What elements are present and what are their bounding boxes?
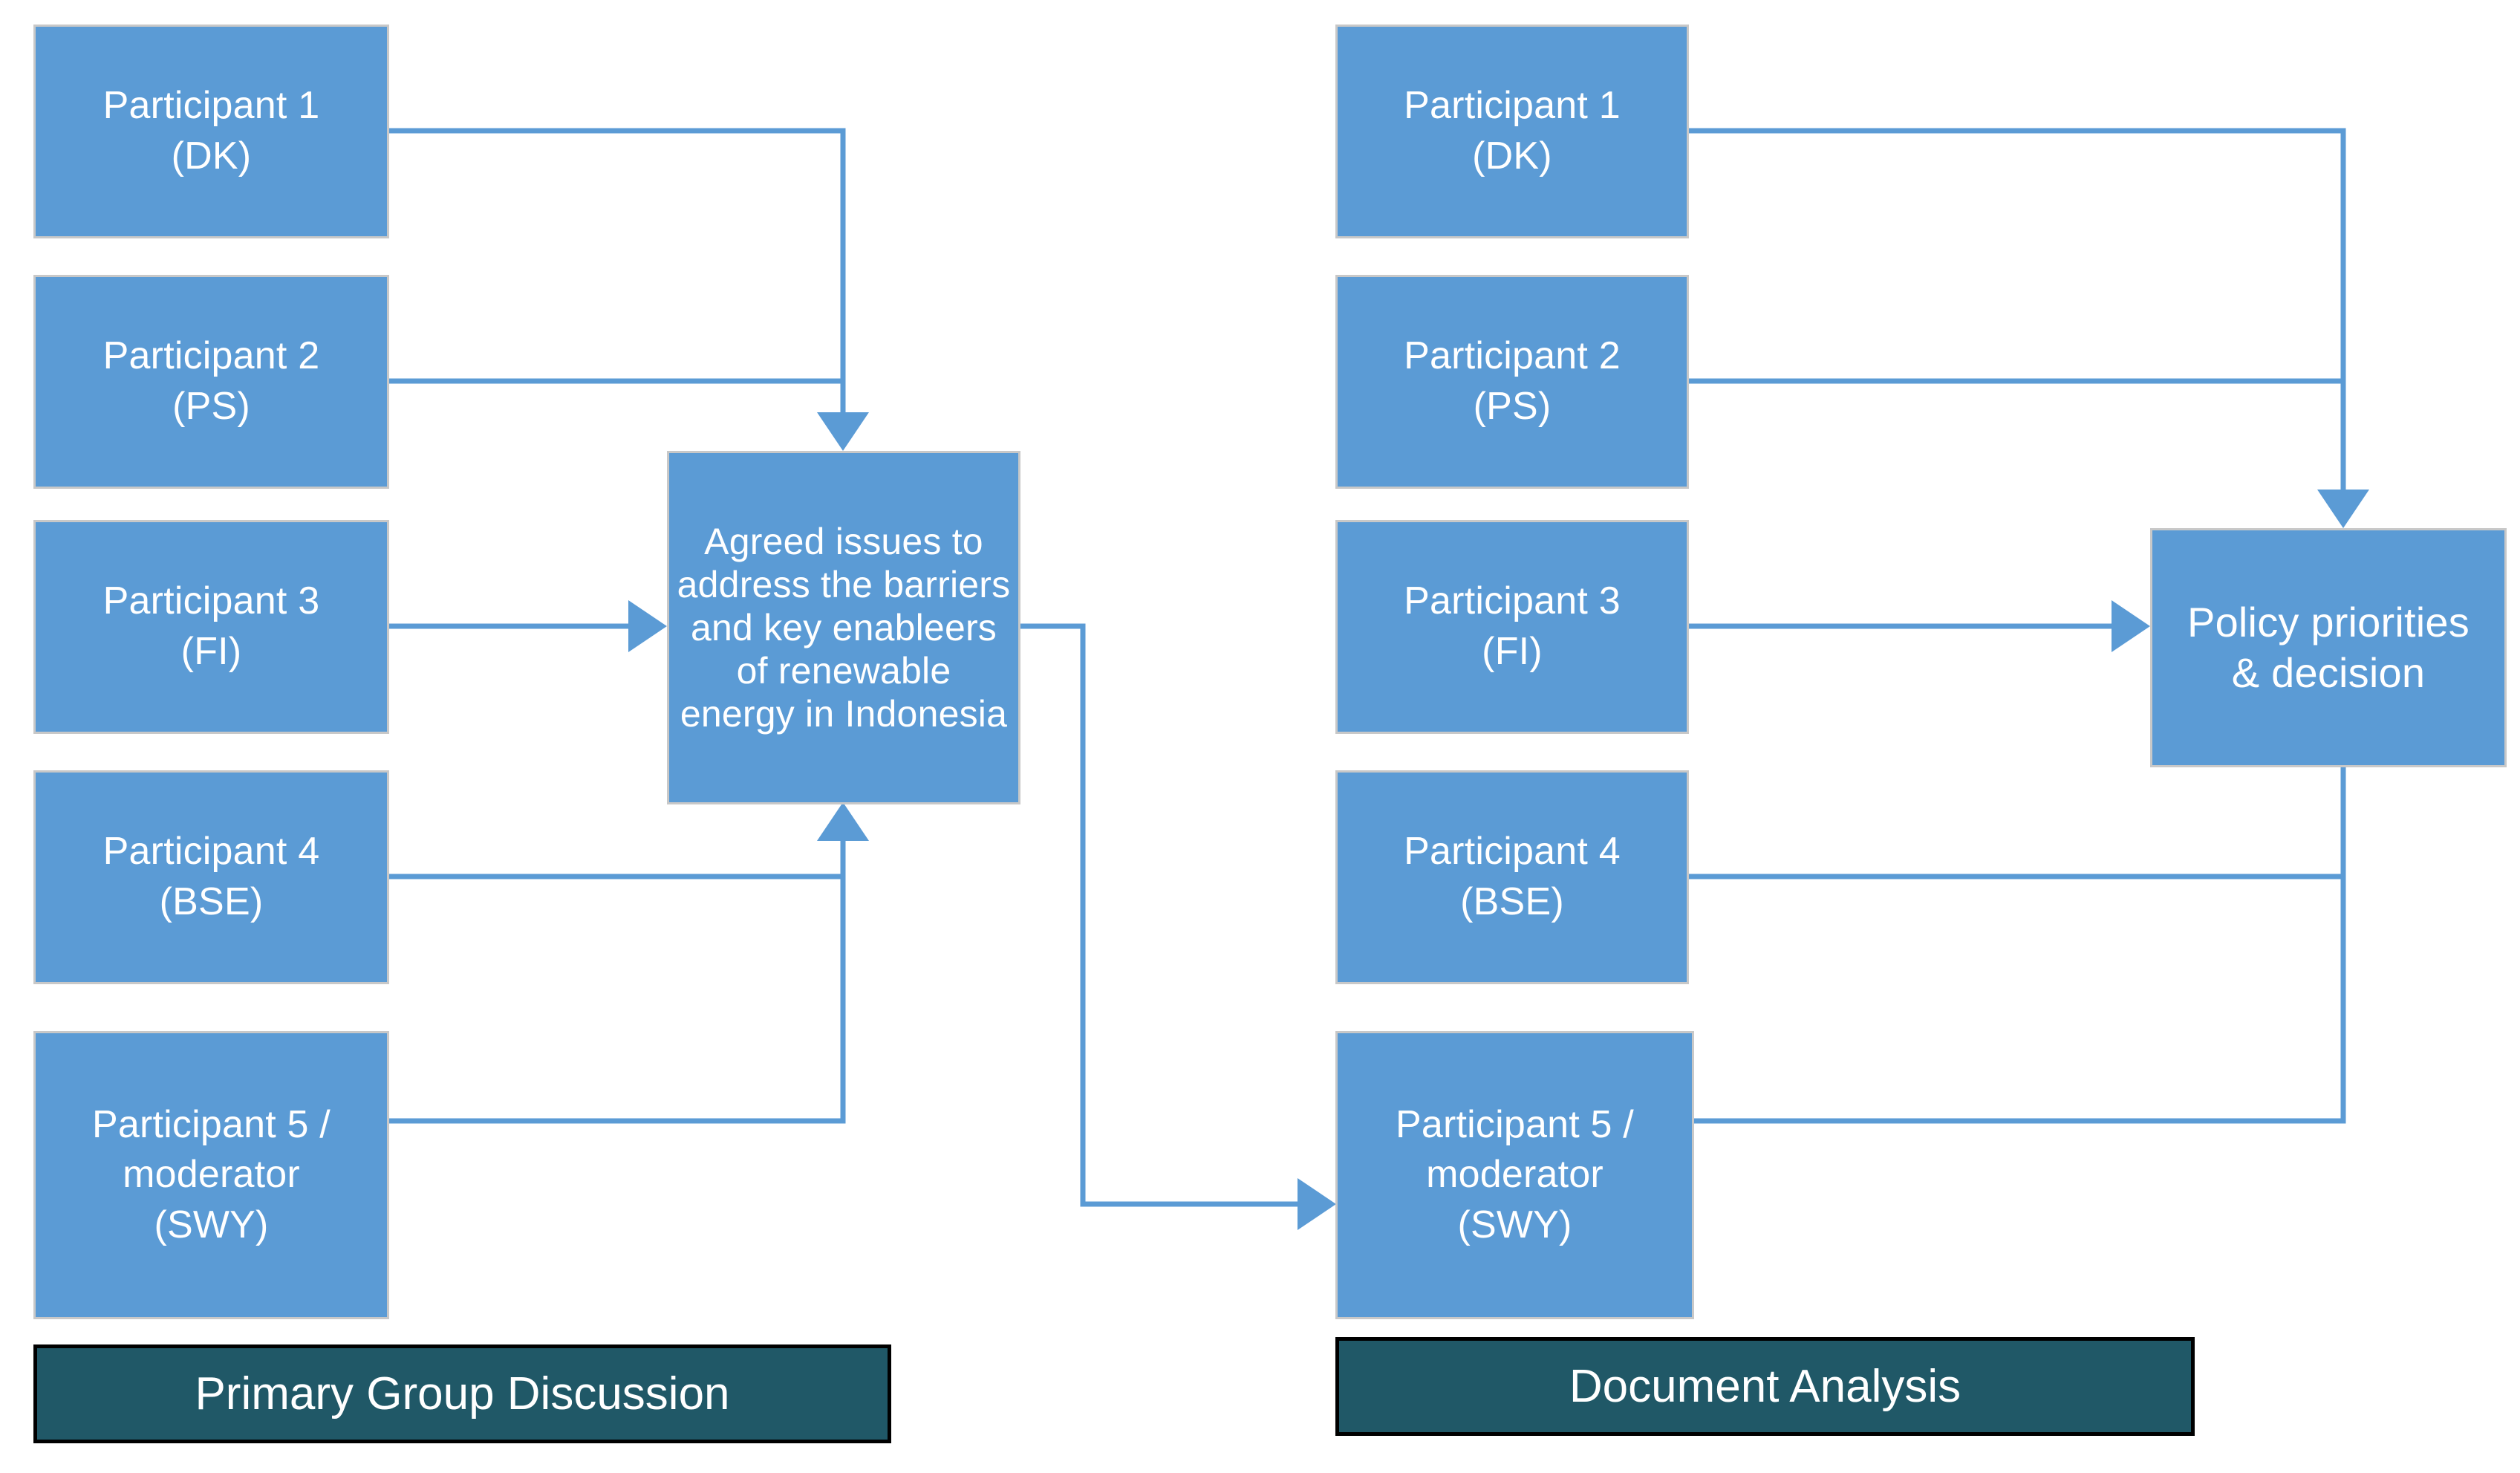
node-participant-4-right[interactable]: Participant 4 (BSE)	[1335, 770, 1689, 984]
edge-p3-to-hub	[387, 600, 667, 652]
node-participant-2-left[interactable]: Participant 2 (PS)	[33, 275, 389, 489]
node-participant-3-right[interactable]: Participant 3 (FI)	[1335, 520, 1689, 734]
edge-p4-to-hub	[387, 802, 869, 879]
edge-p1-to-hub	[387, 128, 869, 451]
node-participant-3-left[interactable]: Participant 3 (FI)	[33, 520, 389, 734]
node-agreed-issues-hub[interactable]: Agreed issues to address the barriers an…	[667, 451, 1020, 804]
node-participant-1-left[interactable]: Participant 1 (DK)	[33, 25, 389, 238]
edge-rp3-to-decision	[1687, 600, 2150, 652]
node-participant-5-right[interactable]: Participant 5 / moderator (SWY)	[1335, 1031, 1694, 1319]
edge-hub-to-rp5	[1018, 623, 1336, 1230]
node-participant-4-left[interactable]: Participant 4 (BSE)	[33, 770, 389, 984]
node-participant-2-right[interactable]: Participant 2 (PS)	[1335, 275, 1689, 489]
edge-p5-to-hub	[387, 877, 846, 1124]
edge-rp1-to-decision	[1687, 128, 2369, 528]
edge-rp5-to-decision	[1692, 877, 2346, 1124]
node-policy-priorities-decision[interactable]: Policy priorities & decision	[2150, 528, 2507, 767]
node-participant-5-left[interactable]: Participant 5 / moderator (SWY)	[33, 1031, 389, 1319]
node-participant-1-right[interactable]: Participant 1 (DK)	[1335, 25, 1689, 238]
banner-document-analysis[interactable]: Document Analysis	[1335, 1337, 2195, 1436]
banner-primary-group-discussion[interactable]: Primary Group Discussion	[33, 1344, 891, 1443]
